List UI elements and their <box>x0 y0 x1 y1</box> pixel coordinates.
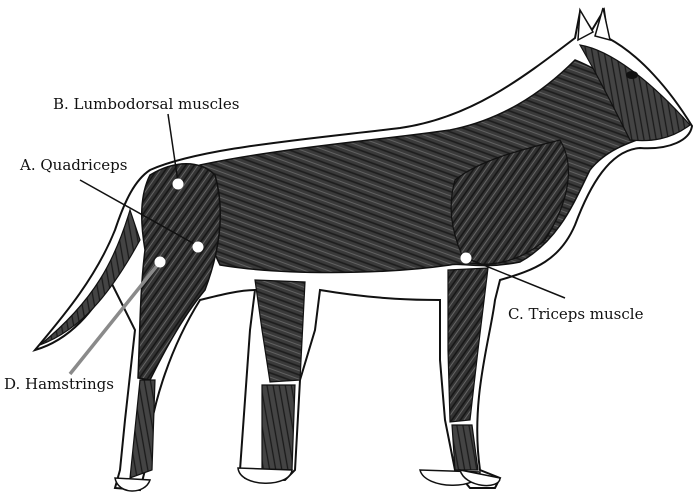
marker-d <box>155 257 165 267</box>
marker-c <box>461 253 471 263</box>
paws <box>115 468 500 491</box>
label-lumbodorsal-muscles: B. Lumbodorsal muscles <box>53 97 239 112</box>
marker-a <box>193 242 203 252</box>
marker-b <box>173 179 183 189</box>
label-quadriceps: A. Quadriceps <box>20 158 127 173</box>
label-hamstrings: D. Hamstrings <box>4 377 114 392</box>
trunk-muscles <box>200 45 690 273</box>
label-triceps-muscle: C. Triceps muscle <box>508 307 643 322</box>
eye-icon <box>626 71 638 79</box>
